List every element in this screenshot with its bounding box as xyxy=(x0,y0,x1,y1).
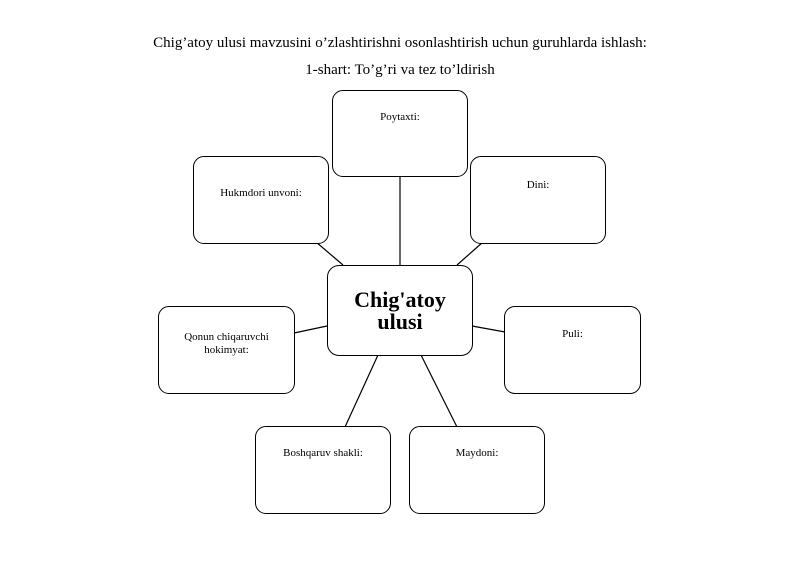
box-dini: Dini: xyxy=(470,156,606,244)
box-qonun-chiqaruvchi: Qonun chiqaruvchi hokimyat: xyxy=(158,306,295,394)
connector-boshqaruv xyxy=(344,354,379,428)
box-puli: Puli: xyxy=(504,306,641,394)
central-topic: Chig'atoy ulusi xyxy=(327,265,473,356)
box-qonun-label: Qonun chiqaruvchi hokimyat: xyxy=(184,331,269,356)
central-topic-title: Chig'atoy ulusi xyxy=(354,286,446,334)
box-maydoni: Maydoni: xyxy=(409,426,545,514)
connector-dini xyxy=(456,241,484,266)
box-hukmdori-label: Hukmdori unvoni: xyxy=(220,187,302,199)
box-dini-label: Dini: xyxy=(526,179,550,191)
connector-qonun xyxy=(293,325,328,334)
box-boshqaruv-label: Boshqaruv shakli: xyxy=(283,447,363,459)
connector-maydoni xyxy=(420,354,458,428)
worksheet-instruction: Chig’atoy ulusi mavzusini o’zlashtirishn… xyxy=(153,35,647,51)
box-poytaxti-label: Poytaxti: xyxy=(380,111,420,123)
box-poytaxti: Poytaxti: xyxy=(332,90,468,177)
box-puli-label: Puli: xyxy=(562,328,583,340)
box-hukmdori-unvoni: Hukmdori unvoni: xyxy=(193,156,329,244)
box-maydoni-label: Maydoni: xyxy=(455,447,499,459)
box-boshqaruv-shakli: Boshqaruv shakli: xyxy=(255,426,391,514)
worksheet-task: 1-shart: To’g’ri va tez to’ldirish xyxy=(305,62,495,78)
connector-puli xyxy=(471,325,506,333)
connector-hukmdori xyxy=(315,241,344,266)
